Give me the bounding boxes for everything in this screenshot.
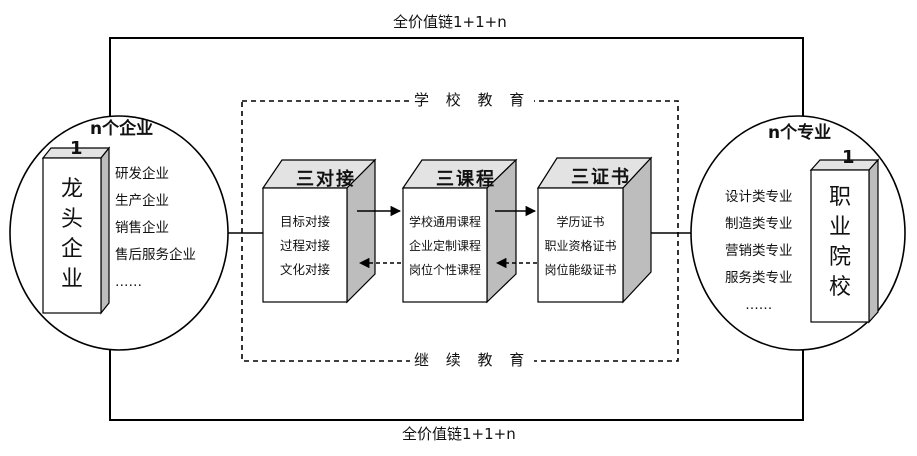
school-list: 设计类专业 制造类专业 营销类专业 服务类专业 ……: [725, 184, 793, 319]
list-item: 生产企业: [115, 193, 169, 209]
list-item: ……: [745, 297, 773, 313]
list-item: 企业定制课程: [408, 239, 481, 253]
list-item: 销售企业: [115, 220, 169, 236]
list-item: 过程对接: [279, 238, 330, 253]
list-item: 设计类专业: [725, 189, 793, 205]
list-item: 营销类专业: [725, 243, 793, 259]
value-chain-bottom-label: 全价值链1+1+n: [402, 425, 516, 443]
enterprise-header: n个企业: [90, 119, 154, 139]
list-item: 制造类专业: [725, 216, 793, 232]
box-docking-items: 目标对接 过程对接 文化对接: [263, 210, 347, 282]
box-certificates-title: 三证书: [571, 167, 631, 188]
list-item: ……: [115, 274, 142, 290]
list-item: 职业资格证书: [544, 239, 617, 253]
school-block-label: 职 业 院 校: [828, 185, 851, 300]
school-header: n个专业: [768, 123, 832, 143]
box-certificates: [536, 156, 653, 304]
box-courses-title: 三课程: [436, 169, 496, 190]
list-item: 目标对接: [279, 214, 330, 229]
box-courses-items: 学校通用课程 企业定制课程 岗位个性课程: [403, 210, 487, 282]
enterprise-list: 研发企业 生产企业 销售企业 售后服务企业 ……: [115, 161, 196, 296]
list-item: 学历证书: [556, 215, 605, 229]
continuing-education-label: 继 续 教 育: [410, 353, 535, 368]
list-item: 研发企业: [115, 166, 169, 182]
enterprise-count: 1: [70, 138, 83, 159]
box-courses: [401, 158, 518, 304]
enterprise-block-label: 龙 头 企 业: [60, 177, 83, 292]
box-certificates-items: 学历证书 职业资格证书 岗位能级证书: [538, 210, 623, 282]
list-item: 岗位能级证书: [544, 263, 617, 277]
box-docking: [261, 158, 377, 304]
list-item: 服务类专业: [725, 270, 793, 286]
school-count: 1: [842, 147, 855, 168]
school-block: [809, 158, 880, 324]
value-chain-top-label: 全价值链1+1+n: [393, 13, 507, 31]
list-item: 文化对接: [279, 262, 330, 277]
list-item: 学校通用课程: [408, 215, 481, 229]
school-education-label: 学 校 教 育: [410, 93, 535, 108]
list-item: 售后服务企业: [115, 247, 196, 263]
list-item: 岗位个性课程: [408, 263, 481, 277]
box-docking-title: 三对接: [296, 169, 356, 190]
enterprise-block: [41, 146, 111, 315]
